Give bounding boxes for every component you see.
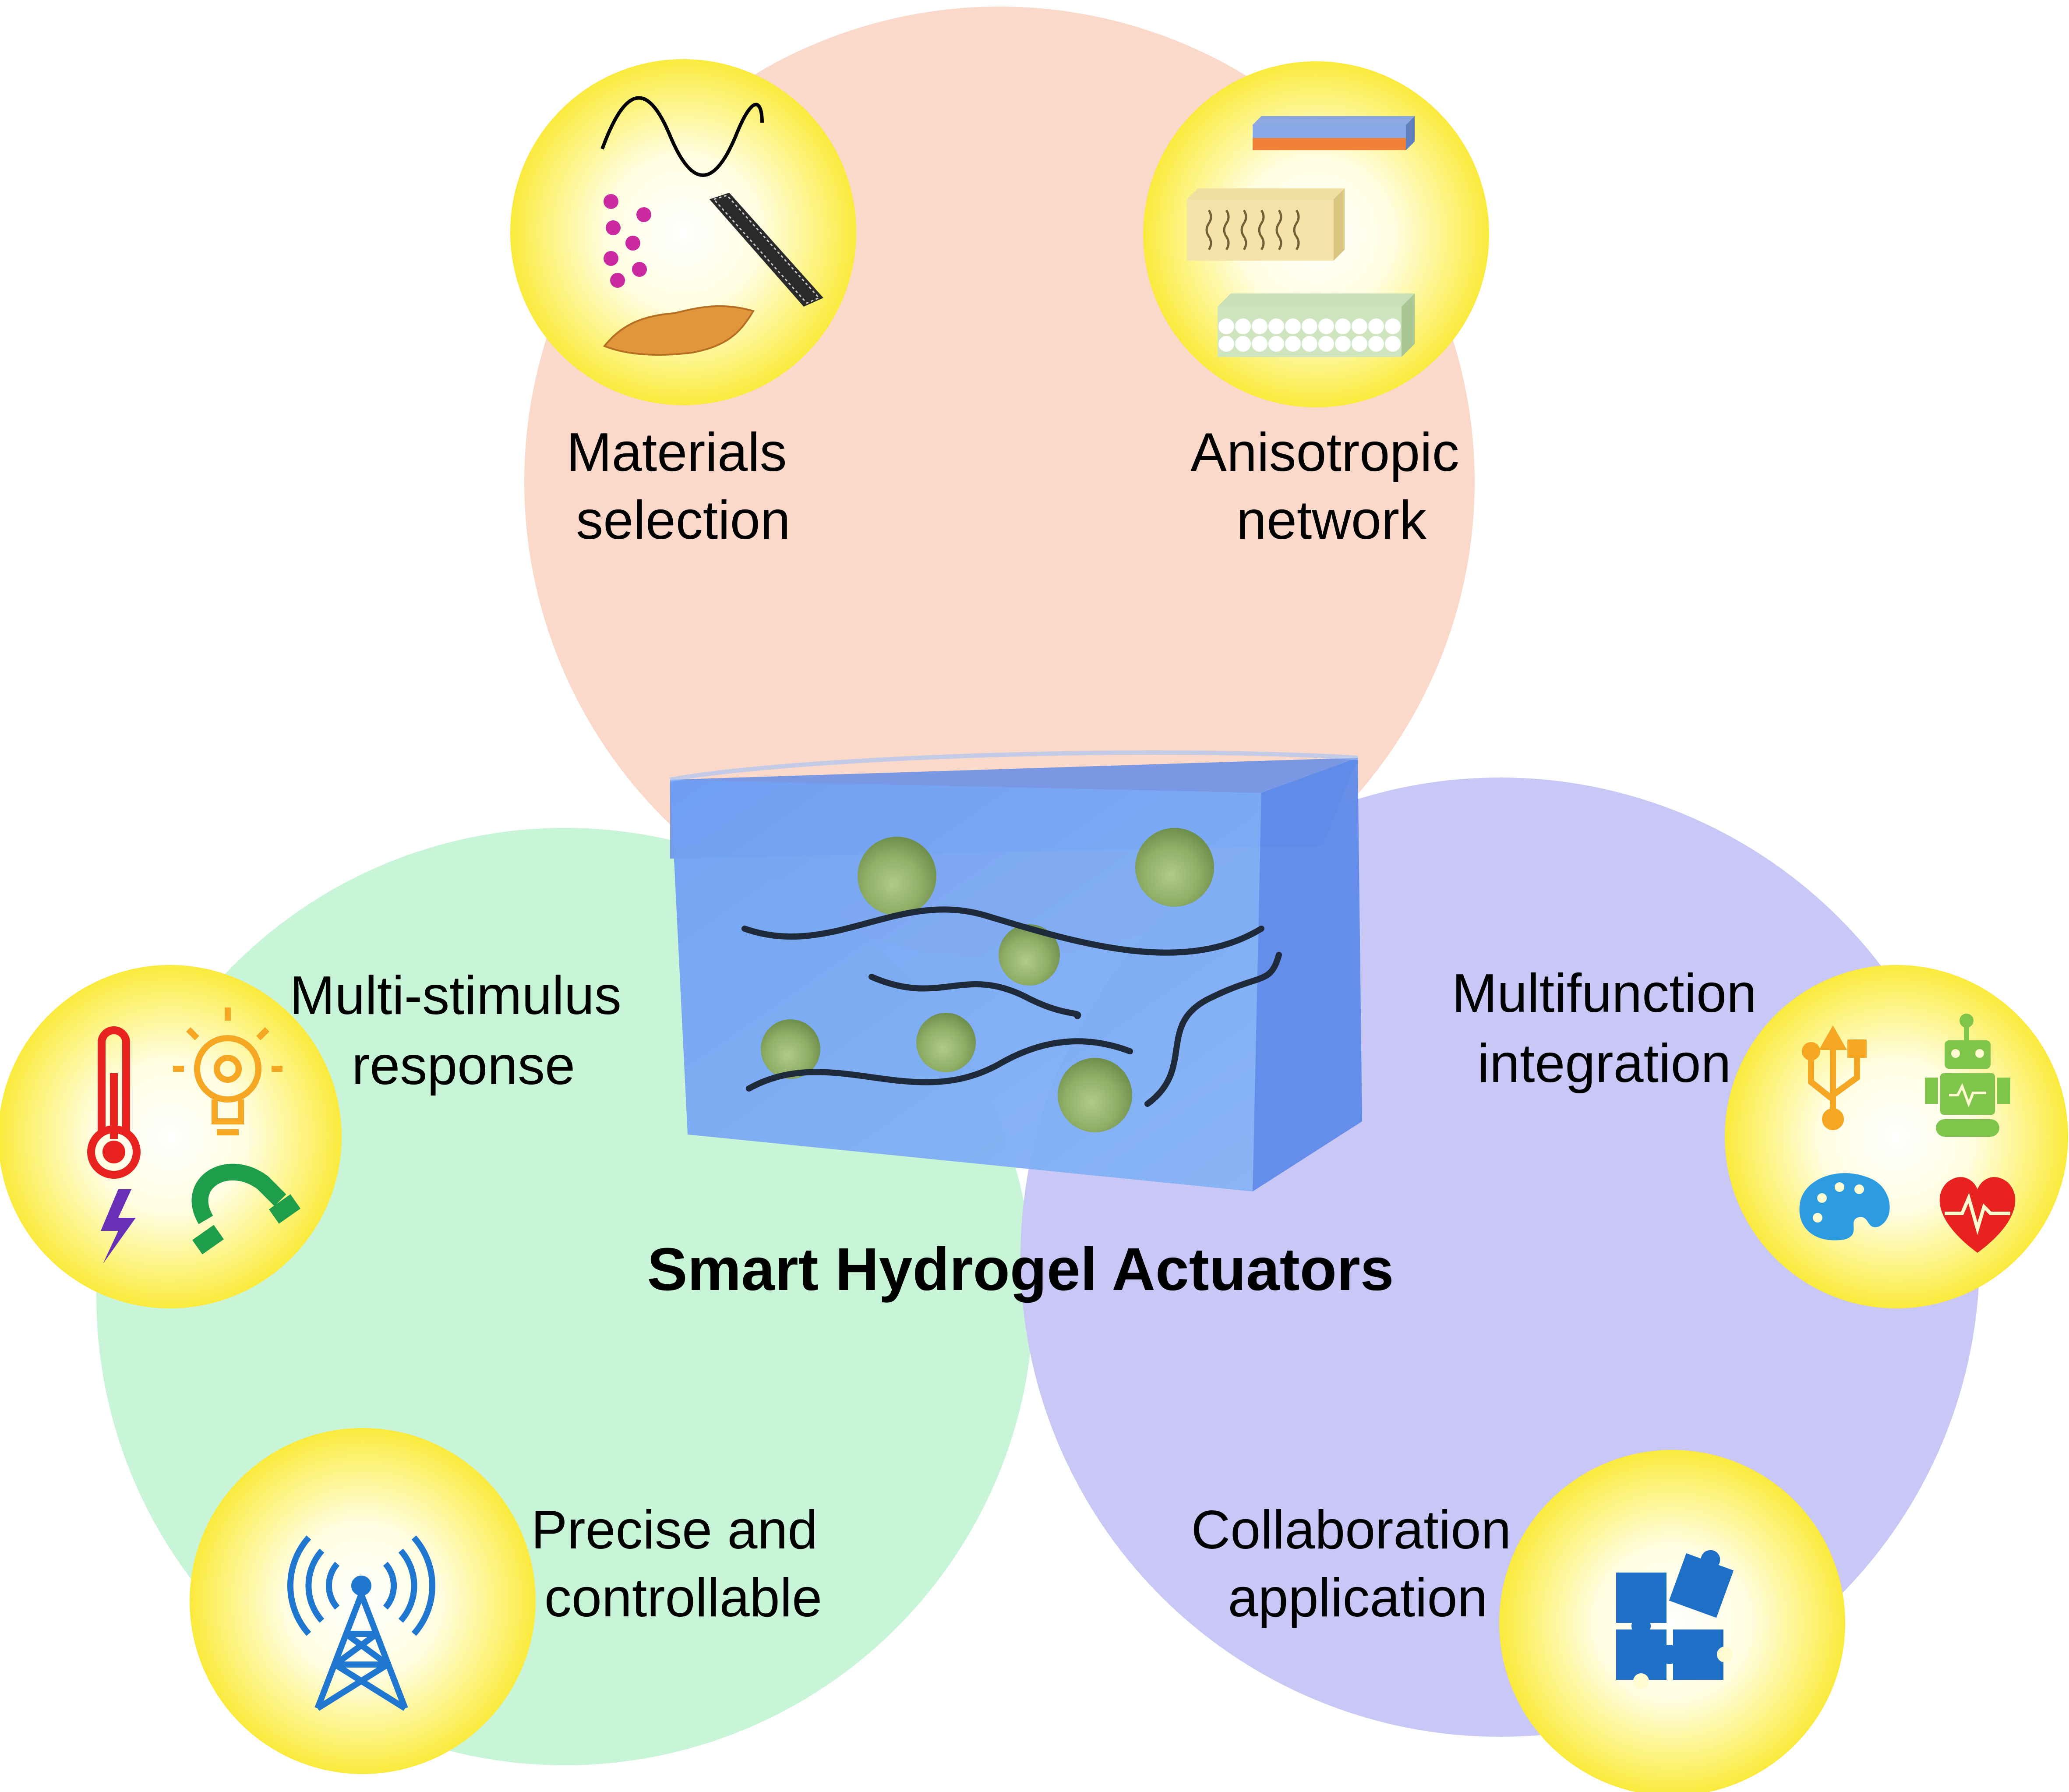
badge-precise [190, 1428, 536, 1774]
aligned-pores-icon [1218, 293, 1415, 357]
label-anisotropic-line2: network [1236, 490, 1427, 551]
thermometer-icon [87, 1026, 141, 1179]
label-anisotropic-line1: Anisotropic [1190, 422, 1459, 483]
label-multifunction-line1: Multifunction [1452, 963, 1757, 1024]
label-precise-line1: Precise and [531, 1500, 818, 1560]
sphere [761, 1019, 820, 1079]
sphere [916, 1013, 976, 1072]
label-collaboration: Collaboration application [1191, 1500, 1511, 1628]
label-materials: Materials selection [566, 422, 790, 551]
badge-materials [510, 59, 856, 405]
label-multifunction-line2: integration [1477, 1033, 1731, 1094]
magnet-icon [191, 1163, 286, 1224]
palette-icon [1799, 1173, 1890, 1241]
light-bulb-icon [173, 1007, 282, 1135]
oriented-fiber-icon [1187, 188, 1345, 261]
polymer-chain [746, 1038, 1133, 1092]
hydrogel-cube [670, 750, 1362, 1191]
sphere [1058, 1058, 1132, 1132]
label-multistimulus: Multi-stimulus response [290, 965, 621, 1096]
badge-anisotropic [1143, 61, 1489, 407]
polymer-chain [869, 974, 1081, 1019]
lightning-icon [101, 1189, 136, 1264]
sphere [1135, 828, 1214, 907]
wave-line-icon [600, 96, 764, 177]
graphene-sheet-icon [603, 305, 755, 356]
center-title: Smart Hydrogel Actuators [647, 1236, 1394, 1303]
label-precise: Precise and controllable [531, 1500, 823, 1628]
badge-collaboration [1499, 1450, 1845, 1792]
label-materials-line2: selection [576, 490, 790, 551]
carbon-nanotube-icon [710, 193, 823, 307]
label-multifunction: Multifunction integration [1452, 963, 1757, 1094]
badge-multistimulus [0, 965, 342, 1308]
puzzle-icon [1616, 1550, 1734, 1680]
label-materials-line1: Materials [566, 422, 787, 483]
nanoparticles-icon [604, 194, 651, 288]
usb-icon [1802, 1025, 1867, 1115]
label-collaboration-line1: Collaboration [1191, 1500, 1511, 1560]
sphere [999, 924, 1060, 986]
label-collaboration-line2: application [1228, 1568, 1488, 1628]
label-multistimulus-line2: response [352, 1036, 575, 1096]
heartbeat-icon [1939, 1177, 2016, 1253]
sphere [858, 837, 936, 915]
robot-icon [1925, 1014, 2010, 1137]
radio-tower-icon [287, 1535, 435, 1711]
polymer-chain [1144, 952, 1282, 1107]
label-multistimulus-line1: Multi-stimulus [290, 965, 621, 1026]
label-precise-line2: controllable [544, 1568, 822, 1628]
polymer-chain [741, 906, 1264, 956]
bilayer-icon [1253, 116, 1415, 150]
label-anisotropic: Anisotropic network [1190, 422, 1459, 551]
badge-multifunction [1725, 965, 2068, 1308]
